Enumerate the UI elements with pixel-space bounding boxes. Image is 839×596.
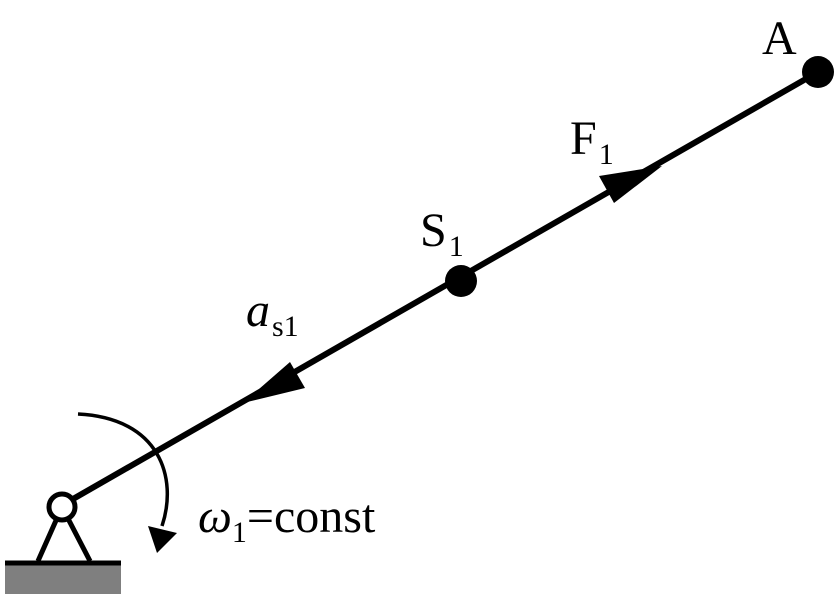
center-label-main: S xyxy=(420,204,447,257)
center-of-mass-point xyxy=(445,265,477,297)
omega-sub: 1 xyxy=(232,516,247,549)
acceleration-arrowhead xyxy=(243,362,305,403)
force-label: F1 xyxy=(570,112,614,171)
omega-rest: =const xyxy=(247,490,376,543)
ground-base xyxy=(5,563,121,594)
acceleration-label: as1 xyxy=(246,284,299,343)
point-a-label: A xyxy=(762,12,797,65)
link-bar xyxy=(71,69,820,502)
acceleration-label-main: a xyxy=(246,284,270,337)
center-of-mass-label: S1 xyxy=(420,204,464,263)
acceleration-label-sub: s1 xyxy=(272,310,299,343)
angular-velocity-label: ω1=const xyxy=(198,490,376,549)
rotation-arrowhead xyxy=(148,526,177,553)
pivot-joint xyxy=(46,491,78,523)
center-label-sub: 1 xyxy=(449,230,464,263)
point-a-dot xyxy=(802,56,834,88)
force-label-main: F xyxy=(570,112,597,165)
rotation-arc xyxy=(77,412,170,527)
omega-symbol: ω xyxy=(198,490,232,543)
force-arrowhead xyxy=(599,166,662,203)
force-label-sub: 1 xyxy=(599,138,614,171)
